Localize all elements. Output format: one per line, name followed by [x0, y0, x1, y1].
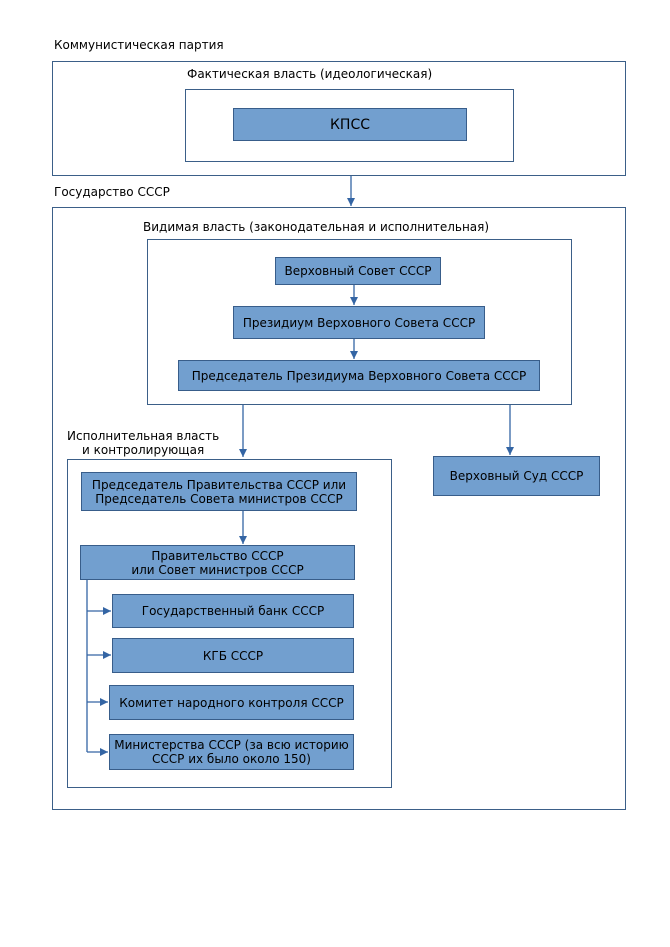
government-box: Правительство СССР или Совет министров С… [80, 545, 355, 580]
visible-power-frame [147, 239, 572, 405]
cpsu-box: КПСС [233, 108, 467, 141]
state-frame [52, 207, 626, 810]
party-frame [52, 61, 626, 176]
visible-power-label: Видимая власть (законодательная и исполн… [143, 220, 490, 234]
presidium-chairman-box: Председатель Президиума Верховного Совет… [178, 360, 540, 391]
actual-power-frame [185, 89, 514, 162]
party-title: Коммунистическая партия [54, 38, 224, 52]
ministries-box: Министерства СССР (за всю историю СССР и… [109, 734, 354, 770]
actual-power-label: Фактическая власть (идеологическая) [187, 67, 433, 81]
supreme-court-box: Верховный Суд СССР [433, 456, 600, 496]
people-control-box: Комитет народного контроля СССР [109, 685, 354, 720]
executive-title-line1: Исполнительная власть [67, 429, 220, 443]
kgb-box: КГБ СССР [112, 638, 354, 673]
executive-frame [67, 459, 392, 788]
state-title: Государство СССР [54, 185, 170, 199]
executive-title-line2: и контролирующая [82, 443, 205, 457]
chairman-box: Председатель Правительства СССР или Пред… [81, 472, 357, 511]
state-bank-box: Государственный банк СССР [112, 594, 354, 628]
supreme-soviet-box: Верховный Совет СССР [275, 257, 441, 285]
presidium-box: Президиум Верховного Совета СССР [233, 306, 485, 339]
